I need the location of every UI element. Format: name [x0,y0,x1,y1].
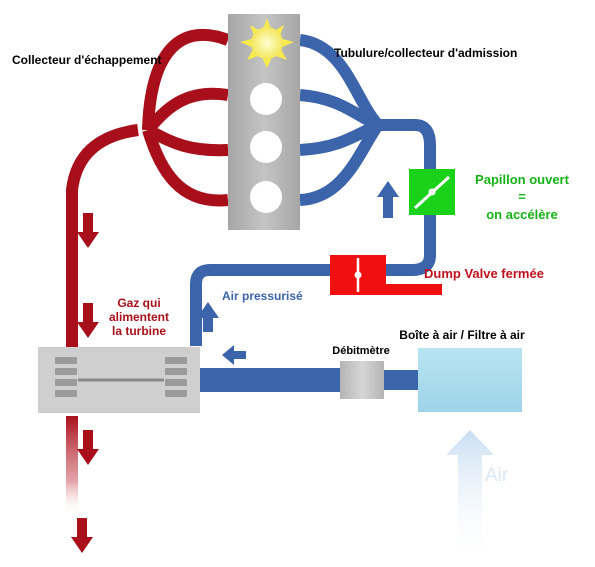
intake-manifold-label: Tubulure/collecteur d'admission [334,46,517,60]
exhaust-circuit [66,29,231,553]
exhaust-branch-4 [142,128,229,207]
throttle-label-line2: = [518,189,526,204]
spark-icon [240,18,294,68]
flow-meter [340,361,384,399]
intake-arrow-up-icon [197,302,219,332]
intake-arrow-left-icon [222,345,246,365]
turbocharger [38,347,200,413]
exhaust-branch-2 [143,87,229,134]
turbine-gas-label-line1: Gaz qui [117,296,160,310]
exhaust-arrow-down-icon [77,430,99,465]
airbox-outlet-pipe [384,370,420,390]
exhaust-outlet-pipe [66,416,78,516]
exhaust-manifold-label: Collecteur d'échappement [12,53,162,67]
engine-block [228,14,300,230]
air-box [418,348,522,412]
intake-circuit [190,34,436,392]
pressurized-pipe [190,215,436,346]
dump-valve-label: Dump Valve fermée [424,266,544,281]
turbine-gas-label-line3: la turbine [112,324,166,338]
intake-plenum-pipe [370,119,436,172]
cylinder [250,131,282,163]
intake-runner-4 [299,121,383,206]
cylinder [250,83,282,115]
exhaust-arrow-down-icon [77,303,99,338]
throttle-body [409,169,455,215]
intake-air-label: Air [485,465,509,486]
throttle-label-line3: on accélère [486,207,558,222]
cylinder [250,181,282,213]
flow-meter-label: Débitmètre [332,345,389,357]
exhaust-pipe [66,124,139,348]
intake-arrow-up-icon [377,181,399,218]
pressurized-air-label: Air pressurisé [222,289,303,303]
turbine-gas-label-line2: alimentent [109,310,169,324]
compressor-inlet-pipe [200,368,340,392]
dump-valve [330,255,442,295]
intake-air-arrow-icon [446,430,494,566]
air-box-label: Boîte à air / Filtre à air [399,328,525,342]
exhaust-arrow-down-icon [71,518,93,553]
throttle-label-line1: Papillon ouvert [475,172,570,187]
exhaust-branch-1 [142,29,231,131]
exhaust-arrow-down-icon [77,213,99,248]
